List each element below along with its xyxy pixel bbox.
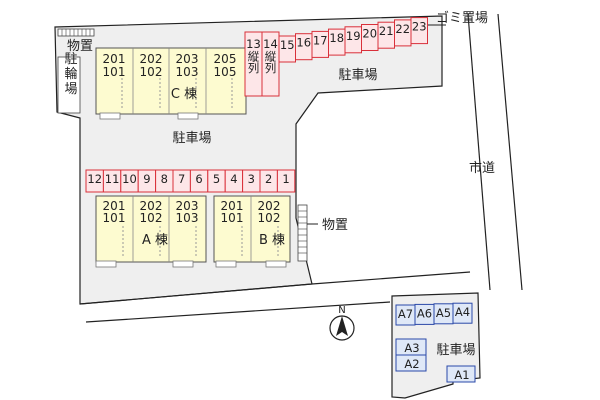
city-road-label: 市道	[469, 160, 495, 176]
unit-c-101: 101	[103, 65, 126, 79]
city-road-edge-left	[467, 13, 491, 291]
parking-slot-22-num: 22	[395, 22, 410, 36]
parking-tandem-group: 13 14 縦列 縦列	[244, 31, 280, 97]
parking-slot-12-num: 12	[87, 172, 102, 186]
parking-remote-label: 駐車場	[436, 343, 475, 358]
parking-slot-a3-num: A3	[404, 341, 419, 355]
parking-slot-21-num: 21	[379, 24, 394, 38]
parking-slot-a2	[395, 354, 427, 372]
unit-b-101: 101	[221, 211, 244, 225]
north-arrow-icon: N	[329, 305, 355, 341]
bicycle-parking-area	[57, 56, 81, 114]
building-b: 201 101 202 102 B 棟	[213, 195, 291, 268]
unit-a-203: 203	[176, 199, 199, 213]
bicycle-parking-label: 駐輪場	[62, 52, 78, 97]
parking-slot-8-num: 8	[161, 172, 168, 186]
parking-slot-a1-num: A1	[454, 368, 469, 382]
parking-slot-16-num: 16	[296, 36, 311, 50]
building-a-label: A 棟	[142, 233, 168, 248]
unit-b-201: 201	[221, 199, 244, 213]
parking-slot-5-num: 5	[213, 172, 220, 186]
building-c: 201 101 202 102 203 103 205 105 C 棟	[95, 47, 247, 120]
road-edge-lower	[85, 301, 391, 323]
svg-text:N: N	[338, 305, 345, 316]
unit-c-102: 102	[140, 65, 163, 79]
parking-slot-a7-num: A7	[398, 307, 413, 321]
parking-slot-14-note: 縦列	[264, 51, 278, 75]
unit-b-202: 202	[258, 199, 281, 213]
building-b-label: B 棟	[259, 233, 285, 248]
parking-center-label: 駐車場	[172, 131, 211, 146]
parking-slot-7-num: 7	[178, 172, 185, 186]
parking-slot-6-num: 6	[195, 172, 202, 186]
parking-remote-side: A3 A2 A1	[395, 338, 476, 383]
city-road-edge-right	[497, 13, 523, 291]
unit-c-105: 105	[214, 65, 237, 79]
storage-top-left-mark	[57, 28, 95, 37]
storage-top-left-label: 物置	[67, 39, 93, 54]
parking-slot-a5-num: A5	[436, 306, 451, 320]
road-edge-upper-right	[311, 271, 471, 285]
unit-b-102: 102	[258, 211, 281, 225]
parking-slot-23-num: 23	[412, 20, 427, 34]
parking-slot-20-num: 20	[362, 27, 377, 41]
unit-a-103: 103	[176, 211, 199, 225]
parking-slot-11-num: 11	[105, 172, 120, 186]
storage-right-hatch	[298, 210, 307, 254]
parking-slot-1-num: 1	[282, 172, 289, 186]
parking-slot-14	[261, 31, 280, 97]
parking-slot-13-note: 縦列	[247, 51, 261, 75]
building-a: 201 101 202 102 203 103 A 棟	[95, 195, 207, 268]
parking-slot-13-num: 13	[246, 37, 261, 51]
parking-slot-14-num: 14	[263, 37, 278, 51]
road-edge-upper	[79, 283, 313, 305]
parking-slot-19-num: 19	[346, 29, 361, 43]
parking-remote-top-row: A7 A6 A5 A4	[395, 302, 473, 326]
parking-slot-2-num: 2	[265, 172, 272, 186]
building-c-label: C 棟	[171, 87, 197, 102]
parking-slot-9-num: 9	[143, 172, 150, 186]
unit-a-101: 101	[103, 211, 126, 225]
parking-slot-3-num: 3	[248, 172, 255, 186]
parking-slot-18-num: 18	[329, 31, 344, 45]
unit-c-103: 103	[176, 65, 199, 79]
unit-c-205: 205	[214, 52, 237, 66]
unit-a-102: 102	[140, 211, 163, 225]
unit-c-201: 201	[103, 52, 126, 66]
storage-top-left-hatch	[61, 29, 91, 36]
unit-c-202: 202	[140, 52, 163, 66]
parking-upper-label: 駐車場	[338, 68, 377, 83]
parking-slot-4-num: 4	[230, 172, 237, 186]
parking-slot-1	[276, 169, 296, 193]
parking-slot-a6-num: A6	[417, 306, 432, 320]
unit-a-201: 201	[103, 199, 126, 213]
parking-slot-a2-num: A2	[404, 357, 419, 371]
parking-slot-a4	[452, 302, 473, 324]
garbage-area-label-1: ゴミ置場	[436, 10, 488, 26]
parking-slot-a1	[446, 365, 476, 383]
storage-right-mark	[297, 204, 308, 262]
parking-slot-23	[410, 17, 428, 45]
parking-slot-10-num: 10	[122, 172, 137, 186]
unit-c-203: 203	[176, 52, 199, 66]
parking-slot-a4-num: A4	[455, 305, 470, 319]
parking-slot-17-num: 17	[313, 33, 328, 47]
parking-slot-15-num: 15	[280, 38, 295, 52]
storage-right-label: 物置	[322, 218, 348, 233]
unit-a-202: 202	[140, 199, 163, 213]
